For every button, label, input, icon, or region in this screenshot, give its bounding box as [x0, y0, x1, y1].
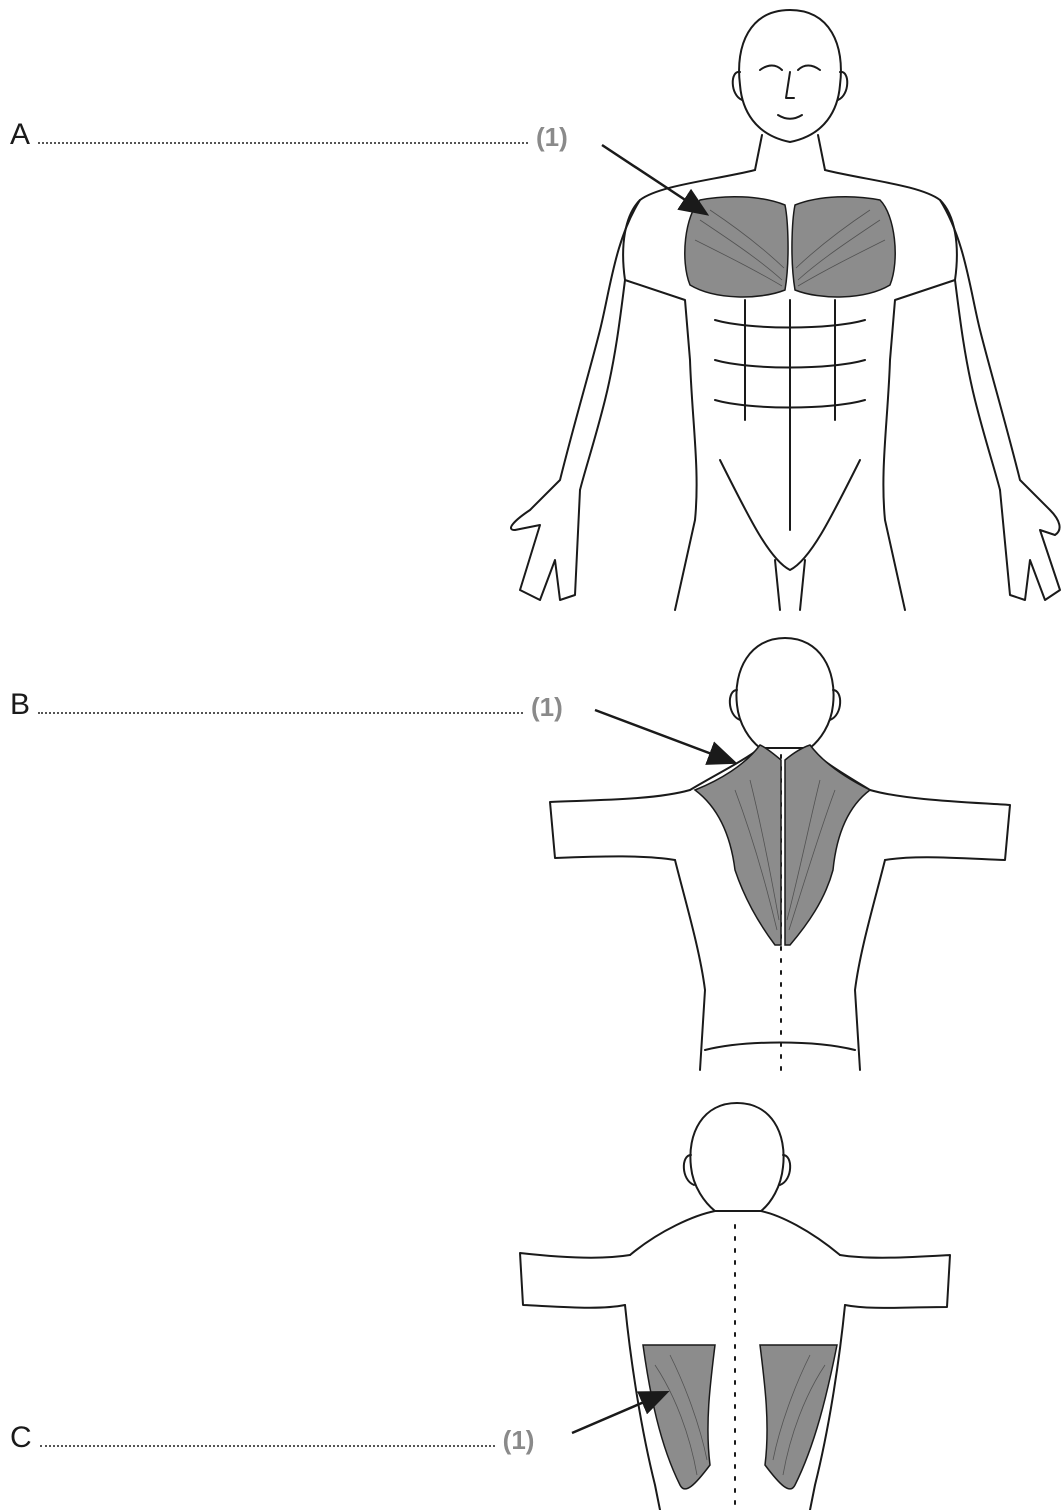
arrow-c [572, 1393, 665, 1433]
arrow-b [595, 710, 733, 762]
arrow-a [602, 145, 705, 213]
